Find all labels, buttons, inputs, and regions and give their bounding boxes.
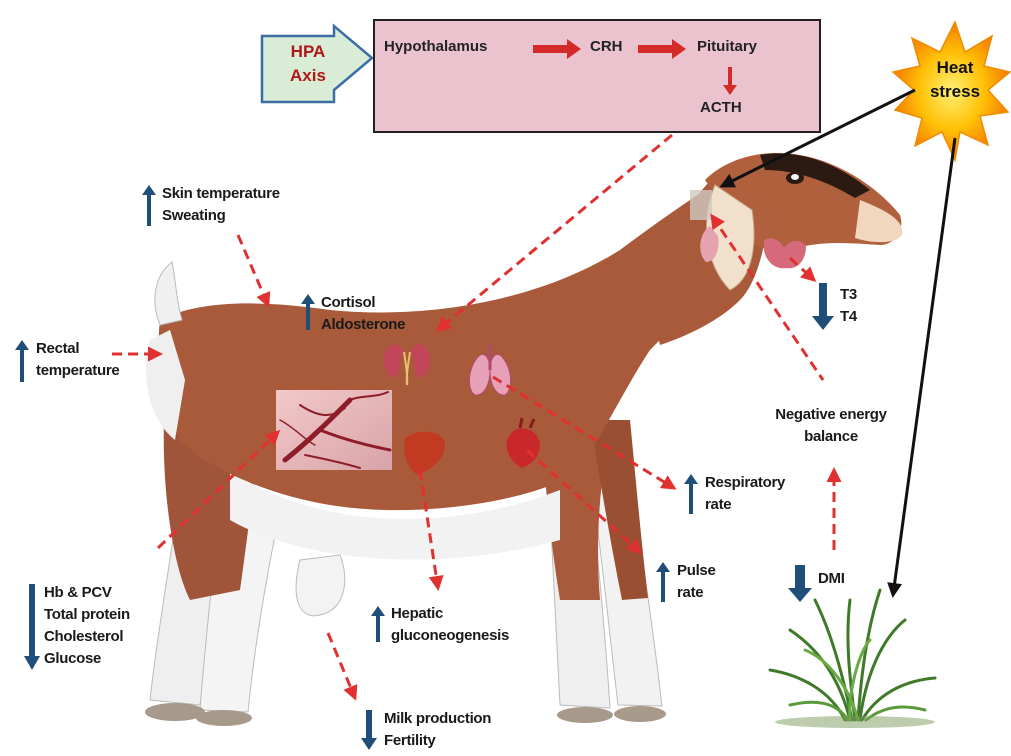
label-line: Hb & PCV — [44, 582, 130, 604]
hepatic-gluconeogenesis-label: Hepatic gluconeogenesis — [391, 603, 509, 647]
gland-patch — [690, 190, 712, 220]
milk-production-label: Milk production Fertility — [384, 708, 491, 752]
label-line: Sweating — [162, 205, 280, 227]
up-arrow-icon — [15, 340, 29, 382]
label-line: Hepatic — [391, 603, 509, 625]
label-line: Fertility — [384, 730, 491, 752]
skin-temperature-label: Skin temperature Sweating — [162, 183, 280, 227]
negative-energy-balance-label: Negative energy balance — [756, 404, 906, 448]
down-arrow-icon — [24, 584, 40, 670]
hpa-axis-label: HPA Axis — [268, 40, 348, 88]
label-line: Respiratory — [705, 472, 785, 494]
label-line: Aldosterone — [321, 314, 405, 336]
t3-t4-label: T3 T4 — [840, 284, 857, 328]
label-line: Pulse — [677, 560, 716, 582]
hpa-flow-box — [374, 20, 820, 132]
grass-icon — [770, 590, 935, 720]
up-arrow-icon — [684, 474, 698, 514]
up-arrow-icon — [656, 562, 670, 602]
acth-label: ACTH — [700, 99, 742, 116]
label-line: Cortisol — [321, 292, 405, 314]
axis-line: Axis — [268, 64, 348, 88]
label-line: T4 — [840, 306, 857, 328]
pituitary-label: Pituitary — [697, 38, 757, 55]
label-line: Glucose — [44, 648, 130, 670]
label-line: balance — [756, 426, 906, 448]
blood-parameters-label: Hb & PCV Total protein Cholesterol Gluco… — [44, 582, 130, 670]
hypothalamus-label: Hypothalamus — [384, 38, 487, 55]
crh-label: CRH — [590, 38, 623, 55]
grass-ground — [775, 716, 935, 728]
up-arrow-icon — [142, 185, 156, 226]
up-arrow-icon — [371, 606, 385, 642]
label-line: Rectal — [36, 338, 119, 360]
pulse-rate-label: Pulse rate — [677, 560, 716, 604]
blood-vessel-icon — [276, 390, 392, 470]
cortisol-label: Cortisol Aldosterone — [321, 292, 405, 336]
heat-stress-label: Heat stress — [905, 56, 1005, 104]
hpa-line: HPA — [268, 40, 348, 64]
down-arrow-icon — [812, 283, 834, 330]
respiratory-rate-label: Respiratory rate — [705, 472, 785, 516]
label-line: temperature — [36, 360, 119, 382]
rectal-temperature-label: Rectal temperature — [36, 338, 119, 382]
stress-line: stress — [905, 80, 1005, 104]
label-line: Milk production — [384, 708, 491, 730]
label-line: Cholesterol — [44, 626, 130, 648]
label-line: rate — [705, 494, 785, 516]
down-arrow-icon — [788, 565, 812, 602]
dmi-label: DMI — [818, 568, 845, 590]
label-line: Total protein — [44, 604, 130, 626]
label-line: Skin temperature — [162, 183, 280, 205]
heat-line: Heat — [905, 56, 1005, 80]
label-line: gluconeogenesis — [391, 625, 509, 647]
label-line: T3 — [840, 284, 857, 306]
label-line: rate — [677, 582, 716, 604]
label-line: DMI — [818, 568, 845, 590]
down-arrow-icon — [361, 710, 377, 750]
label-line: Negative energy — [756, 404, 906, 426]
